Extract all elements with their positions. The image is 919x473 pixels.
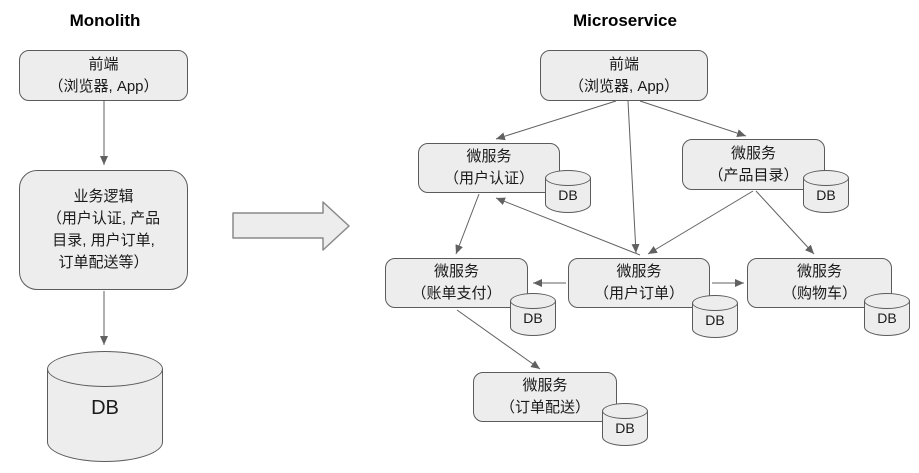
db-cylinder-auth: DB xyxy=(545,170,591,213)
node-label: 前端 xyxy=(88,55,119,73)
node-sublabel-line1: （用户认证, 产品 xyxy=(46,210,161,227)
node-ms-catalog: 微服务 （产品目录） xyxy=(682,139,825,190)
node-label: 微服务 xyxy=(466,148,512,165)
db-label: DB xyxy=(877,310,897,326)
node-label: 微服务 xyxy=(433,263,479,280)
db-label: DB xyxy=(816,187,836,203)
node-sublabel: （订单配送） xyxy=(499,399,590,416)
db-cylinder-catalog: DB xyxy=(803,170,849,213)
node-ms-auth: 微服务 （用户认证） xyxy=(418,143,560,193)
node-sublabel: （产品目录） xyxy=(708,166,799,184)
db-cylinder-monolith: DB xyxy=(47,351,163,462)
edge-frontend-to-auth xyxy=(495,100,617,141)
edge-auth-to-billing xyxy=(455,193,480,255)
node-sublabel: （浏览器, App） xyxy=(568,77,680,95)
node-label: 微服务 xyxy=(522,377,568,394)
db-cylinder-billing: DB xyxy=(510,293,556,336)
node-label: 微服务 xyxy=(796,263,842,280)
node-sublabel: （用户订单） xyxy=(593,285,684,302)
node-ms-billing: 微服务 （账单支付） xyxy=(385,258,528,308)
db-cylinder-delivery: DB xyxy=(602,403,648,446)
node-label: 业务逻辑 xyxy=(73,188,134,205)
db-label: DB xyxy=(523,310,543,326)
edge-catalog-to-order xyxy=(647,190,754,255)
db-label: DB xyxy=(91,397,119,419)
edge-catalog-to-cart xyxy=(755,190,815,255)
node-sublabel: （账单支付） xyxy=(411,285,502,302)
node-label: 微服务 xyxy=(616,263,662,280)
node-mono-logic: 业务逻辑 （用户认证, 产品 目录, 用户订单, 订单配送等） xyxy=(19,170,188,290)
node-sublabel: （用户认证） xyxy=(443,170,534,187)
node-sublabel: （购物车） xyxy=(781,285,857,302)
node-sublabel-line2: 目录, 用户订单, xyxy=(52,232,155,249)
node-sublabel-line3: 订单配送等） xyxy=(58,254,149,271)
block-arrow-icon xyxy=(232,201,350,251)
microservice-title: Microservice xyxy=(573,11,677,30)
db-label: DB xyxy=(615,420,635,436)
node-ms-frontend: 前端 （浏览器, App） xyxy=(540,50,708,101)
edge-frontend-to-order xyxy=(627,100,640,254)
node-mono-frontend: 前端 （浏览器, App） xyxy=(19,50,188,101)
node-sublabel: （浏览器, App） xyxy=(48,77,159,95)
db-cylinder-cart: DB xyxy=(864,293,910,336)
node-label: 微服务 xyxy=(730,144,776,162)
db-cylinder-order: DB xyxy=(692,295,738,338)
edge-frontend-to-catalog xyxy=(639,100,747,137)
db-label: DB xyxy=(705,312,725,328)
edge-billing-to-delivery xyxy=(456,309,541,370)
monolith-title: Monolith xyxy=(69,11,141,30)
node-ms-delivery: 微服务 （订单配送） xyxy=(473,372,617,422)
node-label: 前端 xyxy=(608,55,639,73)
node-ms-order: 微服务 （用户订单） xyxy=(568,258,710,308)
edge-order-to-auth xyxy=(495,197,641,256)
db-label: DB xyxy=(558,187,578,203)
